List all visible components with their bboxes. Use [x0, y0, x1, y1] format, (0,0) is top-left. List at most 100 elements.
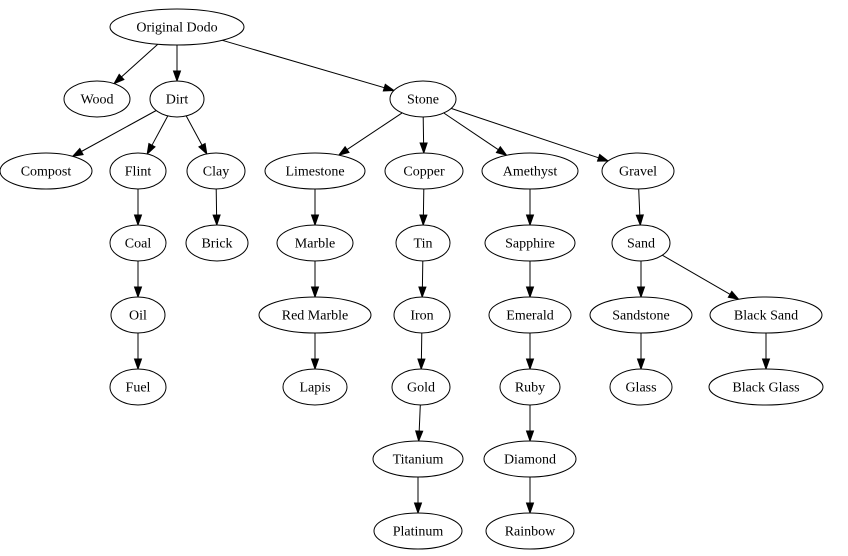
arrowhead-icon: [172, 70, 182, 83]
node-label: Gravel: [619, 165, 657, 180]
node-flint: Flint: [109, 152, 167, 190]
node-label: Stone: [407, 93, 439, 108]
node-label: Clay: [203, 165, 229, 180]
node-label: Brick: [201, 237, 232, 252]
arrowhead-icon: [112, 73, 125, 85]
edge-sapphire-to-emerald: [525, 261, 535, 299]
node-label: Copper: [403, 165, 445, 180]
node-ellipse: [276, 224, 354, 262]
node-ellipse: [372, 440, 464, 478]
arrowhead-icon: [133, 358, 143, 371]
node-titanium: Titanium: [372, 440, 464, 478]
edge-line: [121, 43, 159, 78]
arrowhead-icon: [761, 358, 771, 371]
arrowhead-icon: [337, 145, 350, 157]
node-ellipse: [611, 224, 671, 262]
node-lapis: Lapis: [282, 368, 348, 406]
node-coal: Coal: [109, 224, 167, 262]
node-ellipse: [395, 224, 451, 262]
node-tin: Tin: [395, 224, 451, 262]
node-ellipse: [109, 224, 167, 262]
node-ellipse: [483, 440, 577, 478]
node-ellipse: [63, 80, 131, 118]
arrowhead-icon: [382, 83, 396, 92]
node-label: Limestone: [285, 165, 344, 180]
node-marble: Marble: [276, 224, 354, 262]
node-ellipse: [110, 296, 166, 334]
node-ellipse: [709, 296, 823, 334]
edge-marble-to-red-marble: [310, 261, 320, 299]
arrowhead-icon: [419, 214, 428, 227]
node-ellipse: [708, 368, 824, 406]
node-label: Coal: [125, 237, 152, 252]
edge-black-sand-to-black-glass: [761, 333, 771, 371]
node-ellipse: [609, 368, 673, 406]
node-ellipse: [149, 80, 205, 118]
arrowhead-icon: [636, 358, 646, 371]
node-label: Red Marble: [282, 309, 348, 324]
edge-copper-to-tin: [419, 188, 428, 227]
edge-line: [450, 107, 599, 159]
arrowhead-icon: [417, 358, 426, 371]
node-label: Rainbow: [505, 525, 556, 540]
node-compost: Compost: [0, 152, 93, 190]
node-label: Glass: [625, 381, 656, 396]
edge-sand-to-sandstone: [636, 261, 646, 299]
node-emerald: Emerald: [488, 296, 572, 334]
node-label: Compost: [21, 165, 72, 180]
arrowhead-icon: [198, 142, 208, 156]
arrowhead-icon: [525, 430, 535, 443]
edge-gravel-to-sand: [635, 188, 644, 227]
node-platinum: Platinum: [373, 512, 463, 550]
node-label: Amethyst: [503, 165, 558, 180]
edge-amethyst-to-sapphire: [525, 189, 535, 227]
node-ellipse: [384, 152, 464, 190]
edge-sandstone-to-glass: [636, 333, 646, 371]
node-copper: Copper: [384, 152, 464, 190]
node-label: Sand: [627, 237, 655, 252]
node-label: Ruby: [515, 381, 545, 396]
edge-red-marble-to-lapis: [310, 333, 320, 371]
edge-original-dodo-to-wood: [112, 43, 159, 85]
arrowhead-icon: [636, 286, 646, 299]
node-ellipse: [481, 152, 579, 190]
node-ellipse: [589, 296, 693, 334]
edge-line: [662, 254, 731, 295]
arrowhead-icon: [310, 214, 320, 227]
node-ellipse: [391, 368, 451, 406]
node-label: Original Dodo: [136, 21, 217, 36]
edge-clay-to-brick: [212, 188, 221, 227]
arrowhead-icon: [310, 358, 320, 371]
edge-stone-to-limestone: [337, 112, 403, 157]
arrowhead-icon: [310, 286, 320, 299]
node-ellipse: [485, 512, 575, 550]
node-label: Diamond: [504, 453, 556, 468]
arrowhead-icon: [71, 147, 84, 158]
edge-oil-to-fuel: [133, 333, 143, 371]
node-clay: Clay: [186, 152, 246, 190]
edge-stone-to-gravel: [450, 107, 610, 162]
arrowhead-icon: [212, 214, 221, 227]
node-label: Sapphire: [505, 237, 555, 252]
node-gravel: Gravel: [601, 152, 675, 190]
node-wood: Wood: [63, 80, 131, 118]
edge-gold-to-titanium: [415, 404, 424, 443]
edge-line: [222, 39, 385, 89]
edge-flint-to-coal: [133, 189, 143, 227]
arrowhead-icon: [415, 430, 424, 443]
node-ruby: Ruby: [499, 368, 561, 406]
edges-layer: [71, 39, 771, 515]
node-gold: Gold: [391, 368, 451, 406]
node-label: Tin: [414, 237, 433, 252]
arrowhead-icon: [133, 286, 143, 299]
edge-stone-to-amethyst: [443, 112, 508, 157]
node-label: Gold: [407, 381, 435, 396]
node-ellipse: [373, 512, 463, 550]
edge-stone-to-copper: [419, 116, 428, 155]
arrowhead-icon: [413, 502, 423, 515]
edge-line: [151, 115, 169, 146]
edge-line: [81, 110, 157, 152]
node-ellipse: [488, 296, 572, 334]
node-ellipse: [282, 368, 348, 406]
